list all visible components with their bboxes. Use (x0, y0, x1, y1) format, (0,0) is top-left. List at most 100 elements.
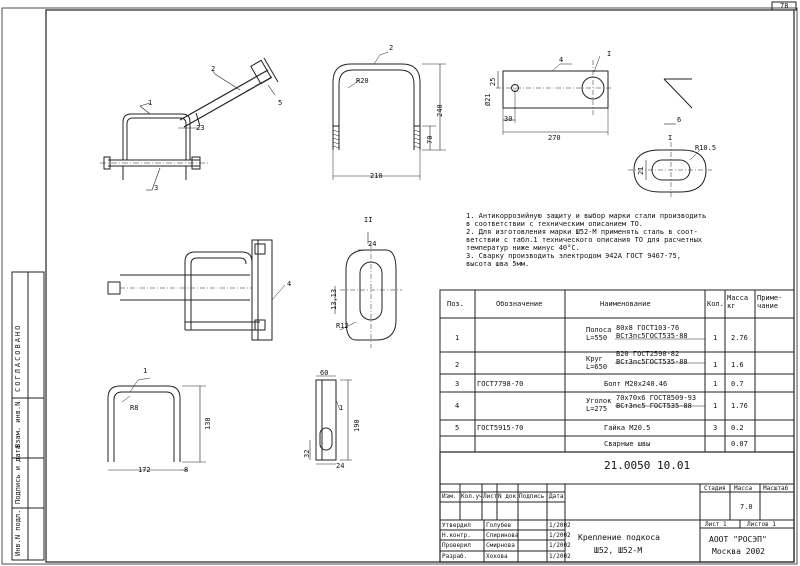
row3-name: Болт М20х240.46 (604, 380, 668, 388)
sheet-number-box (771, 1, 797, 11)
row4-mass: 1.76 (731, 402, 748, 410)
tb-data: Дата (549, 493, 564, 500)
callout-v2-2: 2 (389, 44, 394, 52)
row2-name-top: В20 ГОСТ2590-82 (616, 350, 680, 358)
th-note: Приме- чание (757, 294, 783, 310)
tb-person: Смирнова (486, 542, 515, 549)
tb-list2: Лист 1 (705, 521, 727, 528)
dim-v2-240: 240 (436, 104, 444, 117)
tb-date: 1/2002 (549, 522, 571, 529)
note-line: 2. Для изготовления марки Ш52-М применят… (466, 228, 698, 236)
notes: 1. Антикоррозийную защиту и выбор марки … (466, 212, 706, 268)
row2-mass: 1.6 (731, 361, 744, 369)
callout-v4-4: 4 (287, 280, 292, 288)
row2-name-left: Круг L=650 (586, 355, 608, 371)
row1-pos: 1 (455, 334, 460, 342)
dim-v2-70: 70 (426, 135, 434, 144)
strip-label: Инв.N подл. (14, 509, 22, 556)
drawing-code: 21.0050 10.01 (604, 459, 691, 472)
tb-title: Крепление подкоса (578, 533, 660, 542)
dim-v3-30: 30 (504, 115, 513, 123)
tb-role: Разраб. (442, 553, 468, 560)
th-qty: Кол. (707, 300, 724, 308)
row5-name: Гайка М20.5 (604, 424, 651, 432)
row3-designation: ГОСТ7798-70 (477, 380, 524, 388)
dim-v2-r20: R20 (356, 77, 369, 85)
callout-v5-1: 1 (143, 367, 148, 375)
tb-massa: Масса (734, 485, 753, 492)
tb-ndok: N док. (498, 493, 520, 500)
callout-v3-I: I (607, 50, 612, 58)
tb-listov: Листов 1 (747, 521, 776, 528)
row1-qty: 1 (713, 334, 718, 342)
row4-name-left: Уголок L=275 (586, 397, 612, 413)
dim-v5-8: 8 (184, 466, 189, 474)
row6-mass: 0.07 (731, 440, 748, 448)
tb-person: Спиринова (486, 532, 519, 539)
row1-mass: 2.76 (731, 334, 748, 342)
row1-name-left: Полоса L=550 (586, 326, 612, 342)
row5-mass: 0.2 (731, 424, 744, 432)
tb-city: Москва 2002 (712, 547, 765, 556)
row3-mass: 0.7 (731, 380, 744, 388)
dim-v5-172: 172 (138, 466, 151, 474)
th-designation: Обозначение (496, 300, 543, 308)
dim-v5-r8: R8 (130, 404, 139, 412)
dim-v6-32: 32 (303, 449, 311, 458)
note-line: в соответствии с техническим описанием Т… (466, 220, 644, 228)
row6-name: Сварные швы (604, 440, 651, 448)
dim-det-r10: R10.5 (695, 144, 717, 152)
row2-pos: 2 (455, 361, 460, 369)
dim-v6-24: 24 (336, 462, 345, 470)
view6-angle (309, 375, 352, 465)
tb-date: 1/2002 (549, 532, 571, 539)
tb-person: Хохова (486, 553, 508, 560)
tb-subtitle: Ш52, Ш52-М (594, 546, 643, 555)
row1-name-bottom: ВСт3пс5ГОСТ535-88 (616, 332, 688, 340)
title-block-grid (439, 451, 795, 563)
tb-kol: Кол.уч (461, 493, 483, 500)
section-II (334, 244, 402, 348)
callout-v6-1: 1 (339, 404, 344, 412)
dim-det-21: 21 (637, 166, 645, 175)
note-line: 1. Антикоррозийную защиту и выбор марки … (466, 212, 707, 220)
sheet-number: 78 (780, 2, 789, 10)
dim-v3-6: 6 (677, 116, 682, 124)
row4-qty: 1 (713, 402, 718, 410)
row4-pos: 4 (455, 402, 460, 410)
tb-date: 1/2002 (549, 542, 571, 549)
dim-v2-210: 210 (370, 172, 383, 180)
th-mass: Масса кг (727, 294, 749, 310)
detail-I (628, 142, 712, 198)
view2-ubolt (332, 51, 446, 180)
callout-5: 5 (278, 99, 283, 107)
tb-masshtab: Масштаб (763, 485, 789, 492)
note-line: высота шва 5мм. (466, 260, 530, 268)
tb-stadiya: Стадия (704, 485, 726, 492)
tb-list: Лист (483, 493, 498, 500)
callout-1: 1 (148, 99, 153, 107)
callout-2: 2 (211, 65, 216, 73)
dim-v3-270: 270 (548, 134, 561, 142)
row3-pos: 3 (455, 380, 460, 388)
row4-name-top: 70х70х6 ГОСТ8509-93 (616, 394, 697, 402)
row5-pos: 5 (455, 424, 460, 432)
tb-role: Утвердил (442, 522, 471, 529)
dim-v4-24: 24 (368, 240, 377, 248)
outer-frame (1, 7, 798, 565)
tb-date: 1/2002 (549, 553, 571, 560)
note-line: 3. Сварку производить электродом Э42А ГО… (466, 252, 681, 260)
spec-table-grid (439, 289, 795, 453)
tb-podpis: Подпись (519, 493, 545, 500)
th-pos: Поз. (447, 300, 464, 308)
strip-label: Подпись и дата (14, 444, 22, 504)
view5-ubolt (107, 377, 206, 471)
note-line: температур ниже минус 40°С. (466, 244, 580, 252)
row3-qty: 1 (713, 380, 718, 388)
tb-mass-value: 7.0 (740, 503, 753, 511)
dim-v6-60: 60 (320, 369, 329, 377)
strip-top-label: СОГЛАСОВАНО (14, 323, 22, 392)
row2-qty: 1 (713, 361, 718, 369)
callout-3: 3 (154, 184, 159, 192)
